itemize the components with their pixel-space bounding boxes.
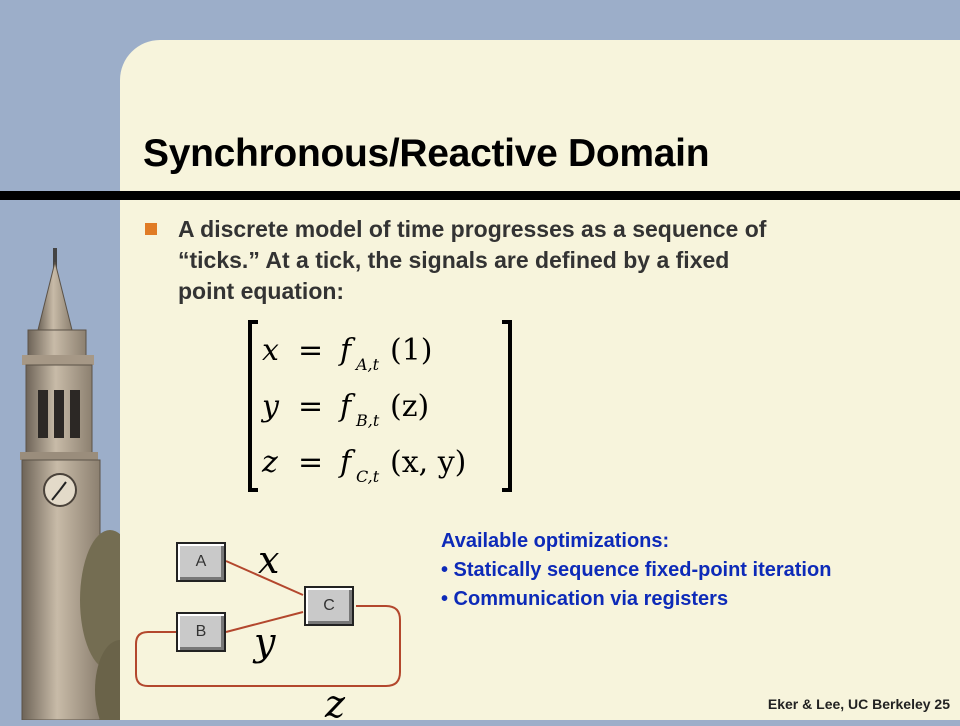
actor-c[interactable]: C xyxy=(304,586,354,626)
eq-row1-arg: (1) xyxy=(390,333,433,368)
signal-z-label: z xyxy=(325,682,346,726)
eq-row1-sub: A,t xyxy=(354,355,380,374)
eq-row3-eq: = xyxy=(298,445,323,480)
fixed-point-equation: x y z = = = f f f A,t B,t C,t (1) (z) (x… xyxy=(248,320,512,492)
actor-b[interactable]: B xyxy=(176,612,226,652)
optimization-item: • Statically sequence fixed-point iterat… xyxy=(441,559,832,581)
title-divider xyxy=(0,191,960,200)
eq-row3-var: z xyxy=(261,445,278,480)
optimization-item: • Communication via registers xyxy=(441,588,729,610)
eq-row2-arg: (z) xyxy=(390,389,429,424)
right-bracket xyxy=(502,320,512,492)
left-bracket xyxy=(248,320,258,492)
optimizations-heading: Available optimizations: xyxy=(441,530,670,552)
bullet-text: A discrete model of time progresses as a… xyxy=(178,216,767,304)
eq-row3-arg: (x, y) xyxy=(390,445,466,480)
eq-row2-func: f xyxy=(338,389,356,424)
eq-row1-func: f xyxy=(338,333,356,368)
eq-row1-eq: = xyxy=(298,333,323,368)
sather-tower-image xyxy=(20,248,130,720)
eq-row2-eq: = xyxy=(298,389,323,424)
slide-footer: Eker & Lee, UC Berkeley 25 xyxy=(767,696,950,712)
signal-y-label: y xyxy=(254,620,276,664)
signal-x-label: x xyxy=(258,538,280,582)
actor-a[interactable]: A xyxy=(176,542,226,582)
eq-row3-sub: C,t xyxy=(356,467,380,486)
eq-row2-sub: B,t xyxy=(355,411,380,430)
square-bullet-icon xyxy=(145,223,157,235)
slide-title: Synchronous/Reactive Domain xyxy=(143,132,710,175)
eq-row1-var: x xyxy=(262,333,279,368)
eq-row3-func: f xyxy=(338,445,356,480)
eq-row2-var: y xyxy=(260,389,280,424)
optimizations-block: Available optimizations: • Statically se… xyxy=(441,527,941,614)
